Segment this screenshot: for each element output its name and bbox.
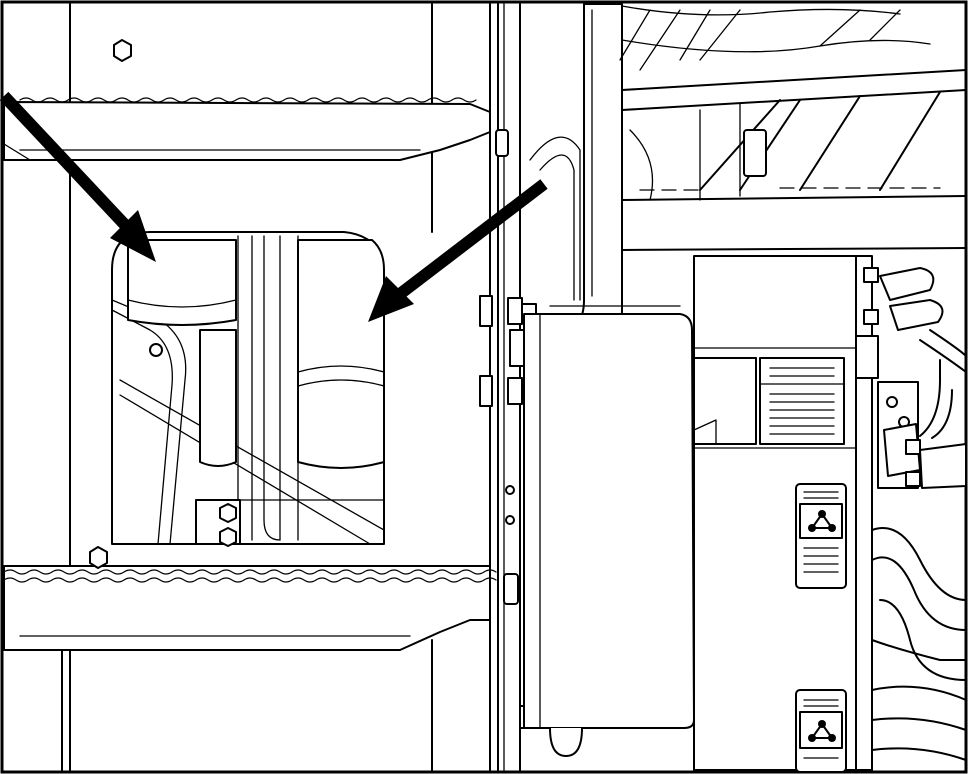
hex-bolt-icon	[113, 39, 132, 62]
hex-bolt-icon	[219, 503, 237, 523]
wiring-harness-area	[529, 5, 967, 301]
right-side-panel	[693, 255, 857, 771]
hazard-symbol-icon	[808, 510, 836, 532]
right-cylinder-component	[297, 239, 385, 469]
control-box	[523, 305, 695, 757]
hex-bolt-icon	[89, 546, 108, 569]
warning-decal-upper	[795, 483, 847, 589]
hazard-symbol-icon	[808, 720, 836, 742]
arrow-icon	[110, 210, 156, 262]
arrow-icon	[368, 276, 414, 322]
label-plate	[759, 357, 845, 445]
hex-bolt-icon	[219, 527, 237, 547]
callout-arrow-left	[0, 91, 156, 262]
callout-arrow-right	[368, 179, 548, 322]
warning-decal-lower	[795, 689, 847, 773]
hydraulic-hoses	[855, 255, 967, 771]
upper-cross-member	[3, 97, 491, 161]
